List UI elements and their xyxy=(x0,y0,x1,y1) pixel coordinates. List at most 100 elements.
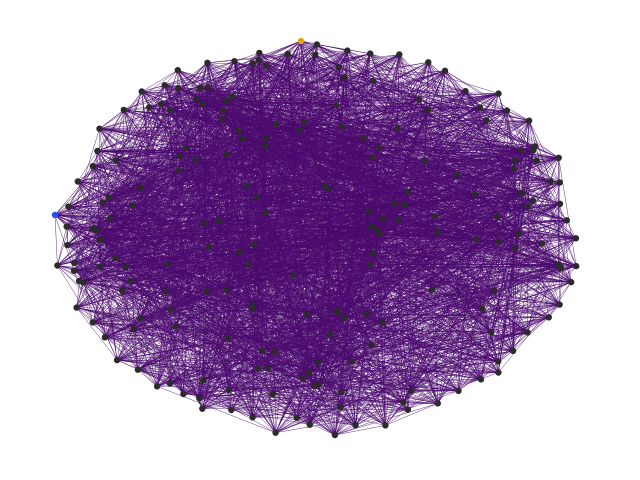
graph-edge xyxy=(341,127,370,265)
graph-node xyxy=(348,358,355,365)
graph-edge xyxy=(403,206,529,403)
graph-edge xyxy=(199,372,310,399)
graph-edge xyxy=(140,159,516,189)
graph-edge xyxy=(101,226,372,240)
graph-edge xyxy=(169,291,207,384)
graph-node xyxy=(556,301,563,308)
graph-edge xyxy=(418,99,498,217)
graph-edge xyxy=(116,359,171,384)
graph-node xyxy=(555,154,562,161)
graph-node xyxy=(93,227,100,234)
graph-edge xyxy=(223,110,319,363)
graph-edge xyxy=(74,262,310,373)
graph-edge xyxy=(248,212,266,265)
graph-node xyxy=(368,223,375,230)
graph-edge xyxy=(372,253,383,323)
graph-edge xyxy=(266,40,302,66)
graph-edge xyxy=(307,216,498,315)
graph-edge xyxy=(223,107,480,111)
graph-edge xyxy=(54,138,243,216)
graph-edge xyxy=(287,53,466,92)
graph-edge xyxy=(299,70,446,131)
graph-edge xyxy=(207,53,288,64)
graph-node xyxy=(96,125,103,132)
graph-edge xyxy=(248,216,498,265)
graph-edge xyxy=(99,128,141,188)
graph-edge xyxy=(132,54,316,206)
graph-edge xyxy=(54,214,356,426)
graph-node xyxy=(493,213,501,220)
graph-edge xyxy=(334,424,356,436)
graph-edge xyxy=(498,192,523,242)
graph-edge xyxy=(241,60,260,139)
graph-edge xyxy=(252,253,374,418)
graph-edge xyxy=(170,110,224,310)
graph-node xyxy=(269,391,276,398)
graph-edge xyxy=(116,103,162,361)
graph-node xyxy=(363,310,370,318)
graph-edge xyxy=(137,308,254,370)
graph-node xyxy=(263,62,270,69)
graph-edge xyxy=(79,206,528,282)
graph-edge xyxy=(497,150,534,362)
graph-edge xyxy=(108,197,139,370)
graph-edge xyxy=(97,150,180,157)
graph-edge xyxy=(209,246,319,385)
graph-edge xyxy=(77,181,380,234)
graph-node xyxy=(94,147,101,155)
graph-edge xyxy=(149,107,308,315)
graph-edge xyxy=(140,122,304,189)
graph-node xyxy=(495,369,502,376)
graph-edge xyxy=(67,244,200,399)
graph-node xyxy=(360,134,367,142)
graph-node xyxy=(379,319,386,326)
graph-edge xyxy=(76,307,275,352)
graph-edge xyxy=(338,66,530,121)
graph-edge xyxy=(101,77,345,240)
graph-edge xyxy=(253,206,528,245)
graph-edge xyxy=(550,181,561,204)
graph-edge xyxy=(74,262,459,392)
graph-node xyxy=(192,156,199,163)
graph-edge xyxy=(160,103,339,312)
graph-edge xyxy=(77,109,125,182)
graph-node xyxy=(220,107,227,114)
graph-edge xyxy=(109,218,559,265)
graph-edge xyxy=(54,214,176,327)
graph-edge xyxy=(202,246,210,381)
graph-node xyxy=(310,382,318,390)
graph-edge xyxy=(481,220,567,309)
graph-edge xyxy=(491,304,560,333)
graph-edge xyxy=(491,193,522,333)
graph-edge xyxy=(203,192,523,224)
graph-edge xyxy=(379,233,483,309)
graph-node xyxy=(98,236,105,243)
graph-node xyxy=(529,147,537,154)
graph-edge xyxy=(403,150,534,403)
graph-edge xyxy=(300,40,348,51)
graph-edge xyxy=(287,53,551,182)
graph-edge xyxy=(403,264,559,403)
graph-edge xyxy=(227,337,499,362)
graph-edge xyxy=(169,317,549,384)
graph-node xyxy=(258,347,266,355)
graph-node xyxy=(453,171,461,178)
graph-edge xyxy=(140,160,425,189)
graph-edge xyxy=(480,241,500,380)
graph-edge xyxy=(272,351,275,395)
graph-edge xyxy=(276,122,304,125)
graph-edge xyxy=(74,262,184,395)
graph-edge xyxy=(444,70,466,92)
graph-edge xyxy=(161,77,345,105)
graph-edge xyxy=(125,251,240,268)
graph-node xyxy=(517,146,525,154)
graph-edge xyxy=(54,214,97,231)
graph-node xyxy=(196,395,203,402)
graph-edge xyxy=(133,328,184,395)
graph-node xyxy=(395,216,402,223)
graph-node xyxy=(176,152,183,160)
graph-edge xyxy=(334,149,522,436)
graph-edge xyxy=(351,206,528,362)
graph-edge xyxy=(57,226,67,266)
graph-edge xyxy=(169,350,262,384)
